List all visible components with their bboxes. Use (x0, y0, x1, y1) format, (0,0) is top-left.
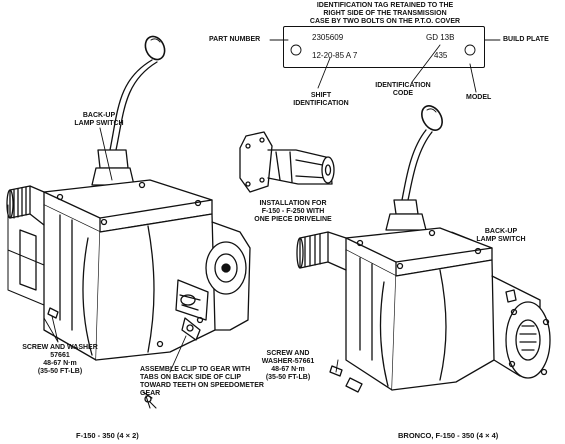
installation-note-line-2: F-150 - F-250 WITH (261, 208, 325, 215)
tag-heading: IDENTIFICATION TAG RETAINED TO THE RIGHT… (272, 2, 498, 26)
part-number-value: 2305609 (312, 33, 344, 42)
clip-note-line-4: GEAR (140, 390, 161, 397)
shift-identification-label: SHIFT IDENTIFICATION (286, 92, 356, 108)
shift-identification-label-line-2: IDENTIFICATION (293, 100, 349, 107)
right-screw-label-line-2: WASHER-57661 (261, 358, 315, 365)
left-screw-label-line-4: (35-50 FT-LB) (37, 368, 83, 375)
left-screw-label-line-1: SCREW AND WASHER (22, 344, 98, 351)
right-screw-label-line-1: SCREW AND (266, 350, 310, 357)
shift-identification-value: 12-20-85 A 7 (312, 51, 358, 60)
right-screw-label-line-3: 48-67 N·m (271, 366, 305, 373)
model-label: MODEL (466, 94, 492, 101)
right-caption: BRONCO, F-150 - 350 (4 × 4) (398, 431, 499, 440)
build-plate-label: BUILD PLATE (503, 36, 549, 43)
left-screw-label-line-3: 48-67 N·m (43, 360, 77, 367)
right-backup-lamp-switch-label: BACK-UP LAMP SWITCH (466, 228, 536, 244)
right-backup-label-line-2: LAMP SWITCH (476, 236, 526, 243)
left-transmission-drawing (6, 35, 251, 409)
tag-leaders (269, 39, 501, 93)
clip-note-line-1: ASSEMBLE CLIP TO GEAR WITH (140, 366, 251, 373)
right-transmission-drawing (296, 105, 551, 393)
left-caption: F-150 - 350 (4 × 2) (76, 431, 139, 440)
right-screw-washer-label: SCREW AND WASHER-57661 48-67 N·m (35-50 … (250, 350, 326, 382)
tag-heading-line-1: IDENTIFICATION TAG RETAINED TO THE (316, 2, 454, 9)
installation-detail-drawing (239, 131, 335, 193)
identification-code-label-line-2: CODE (392, 90, 414, 97)
right-screw-label-line-4: (35-50 FT-LB) (265, 374, 311, 381)
left-screw-label-line-2: 57661 (50, 352, 70, 359)
identification-tag-plate: 2305609 GD 13B 12-20-85 A 7 435 (283, 26, 485, 68)
tag-heading-line-3: CASE BY TWO BOLTS ON THE P.T.O. COVER (309, 18, 461, 25)
identification-code-label: IDENTIFICATION CODE (368, 82, 438, 98)
right-backup-label-line-1: BACK-UP (484, 228, 518, 235)
shift-identification-label-line-1: SHIFT (310, 92, 332, 99)
clip-note-line-2: TABS ON BACK SIDE OF CLIP (140, 374, 241, 381)
left-screw-washer-label: SCREW AND WASHER 57661 48-67 N·m (35-50 … (14, 344, 106, 376)
model-value: 435 (434, 51, 448, 60)
installation-note-line-3: ONE PIECE DRIVELINE (254, 216, 332, 223)
installation-note: INSTALLATION FOR F-150 - F-250 WITH ONE … (250, 200, 336, 224)
speedometer-clip-note: ASSEMBLE CLIP TO GEAR WITH TABS ON BACK … (140, 366, 264, 398)
left-backup-label-line-2: LAMP SWITCH (74, 120, 124, 127)
left-backup-lamp-switch-label: BACK-UP LAMP SWITCH (64, 112, 134, 128)
identification-code-value: GD 13B (426, 33, 455, 42)
identification-code-label-line-1: IDENTIFICATION (375, 82, 431, 89)
installation-note-line-1: INSTALLATION FOR (259, 200, 327, 207)
clip-note-line-3: TOWARD TEETH ON SPEEDOMETER (140, 382, 264, 389)
left-backup-label-line-1: BACK-UP (82, 112, 116, 119)
part-number-label: PART NUMBER (209, 36, 261, 43)
tag-heading-line-2: RIGHT SIDE OF THE TRANSMISSION (323, 10, 447, 17)
